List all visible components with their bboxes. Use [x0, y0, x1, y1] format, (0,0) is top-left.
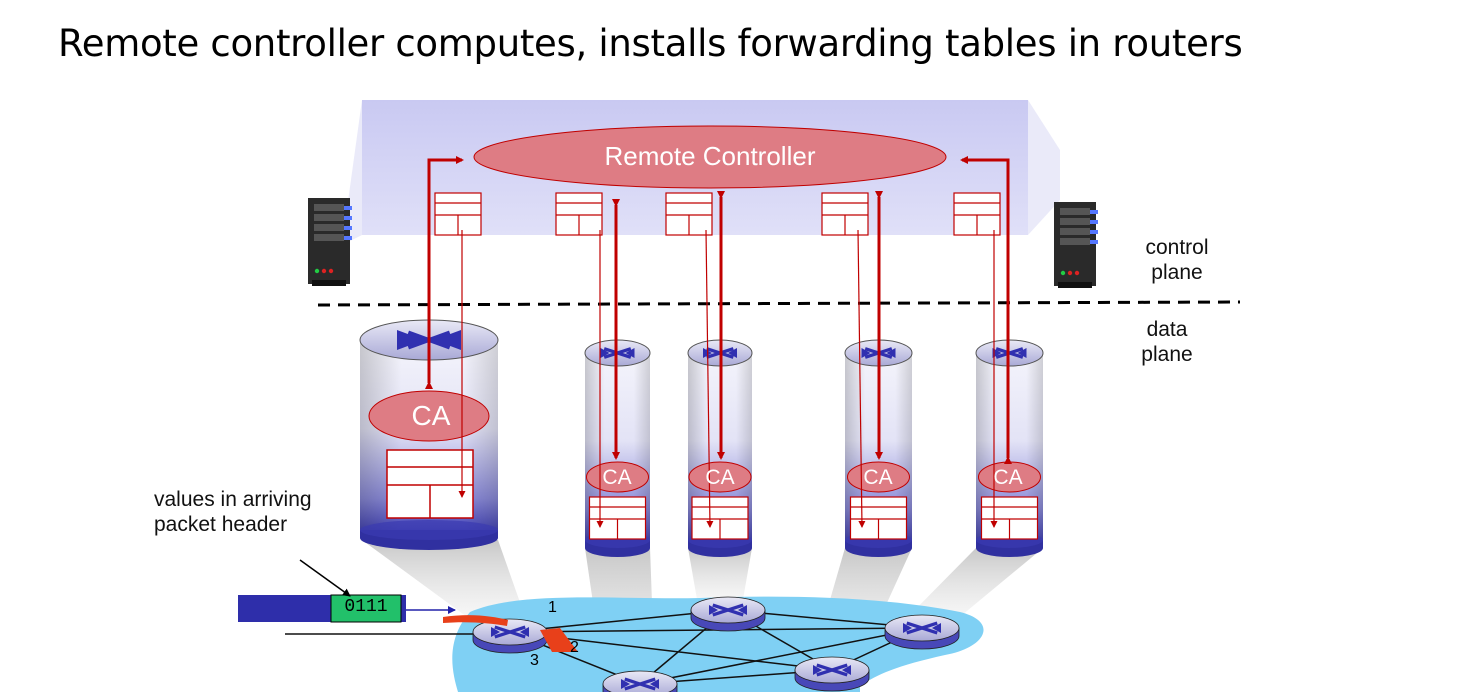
- control-flow-table: [434, 192, 482, 236]
- flow-table: [980, 496, 1039, 540]
- controller-agent: [586, 461, 649, 493]
- controller-agent: [688, 461, 752, 493]
- switch-x-icon: [709, 603, 747, 617]
- flow-table-large: [386, 449, 474, 519]
- port-label: 3: [530, 652, 539, 669]
- controller-agent-label: CA: [602, 466, 632, 489]
- network-router-icon[interactable]: [602, 670, 678, 692]
- packet-header-annotation: values in arriving packet header: [154, 488, 312, 536]
- plane-separator: [317, 300, 1241, 307]
- install-arrow: [857, 229, 866, 528]
- switch-x-icon: [491, 625, 529, 639]
- packet-header-value: 0111: [344, 597, 388, 617]
- remote-controller[interactable]: [473, 125, 947, 189]
- controller-agent-label: CA: [993, 466, 1023, 489]
- data-plane-label: data plane: [1141, 318, 1193, 366]
- forwarding-arrow: [443, 615, 578, 652]
- flow-table: [588, 496, 647, 540]
- control-flow-table: [555, 192, 603, 236]
- remote-controller-label: Remote Controller: [604, 141, 816, 171]
- install-arrow: [705, 229, 714, 528]
- network-router-icon[interactable]: [884, 614, 960, 650]
- arriving-packet: [238, 559, 456, 623]
- port-label: 1: [548, 599, 557, 616]
- server-icon: [1054, 202, 1098, 288]
- flow-table: [691, 496, 749, 540]
- network-router-icon[interactable]: [794, 656, 870, 692]
- control-flow-table: [953, 192, 1001, 236]
- switch-x-icon: [621, 677, 659, 691]
- control-plane-label: control plane: [1145, 236, 1209, 284]
- server-icon: [308, 198, 352, 286]
- control-flow-table: [665, 192, 713, 236]
- page-title: Remote controller computes, installs for…: [58, 22, 1243, 65]
- switch-x-icon: [903, 621, 941, 635]
- controller-agent-large: [368, 390, 490, 442]
- controller-agent-label: CA: [705, 466, 735, 489]
- port-label: 2: [570, 639, 579, 656]
- controller-agent: [847, 461, 910, 493]
- network-router-icon[interactable]: [690, 596, 766, 632]
- controller-agent-label: CA: [411, 400, 451, 431]
- flow-table: [849, 496, 908, 540]
- switch-x-icon: [813, 663, 851, 677]
- control-flow-table: [821, 192, 869, 236]
- controller-link-arrows: [425, 156, 1012, 464]
- network-router-icon[interactable]: [472, 618, 548, 654]
- controller-agent-label: CA: [863, 466, 893, 489]
